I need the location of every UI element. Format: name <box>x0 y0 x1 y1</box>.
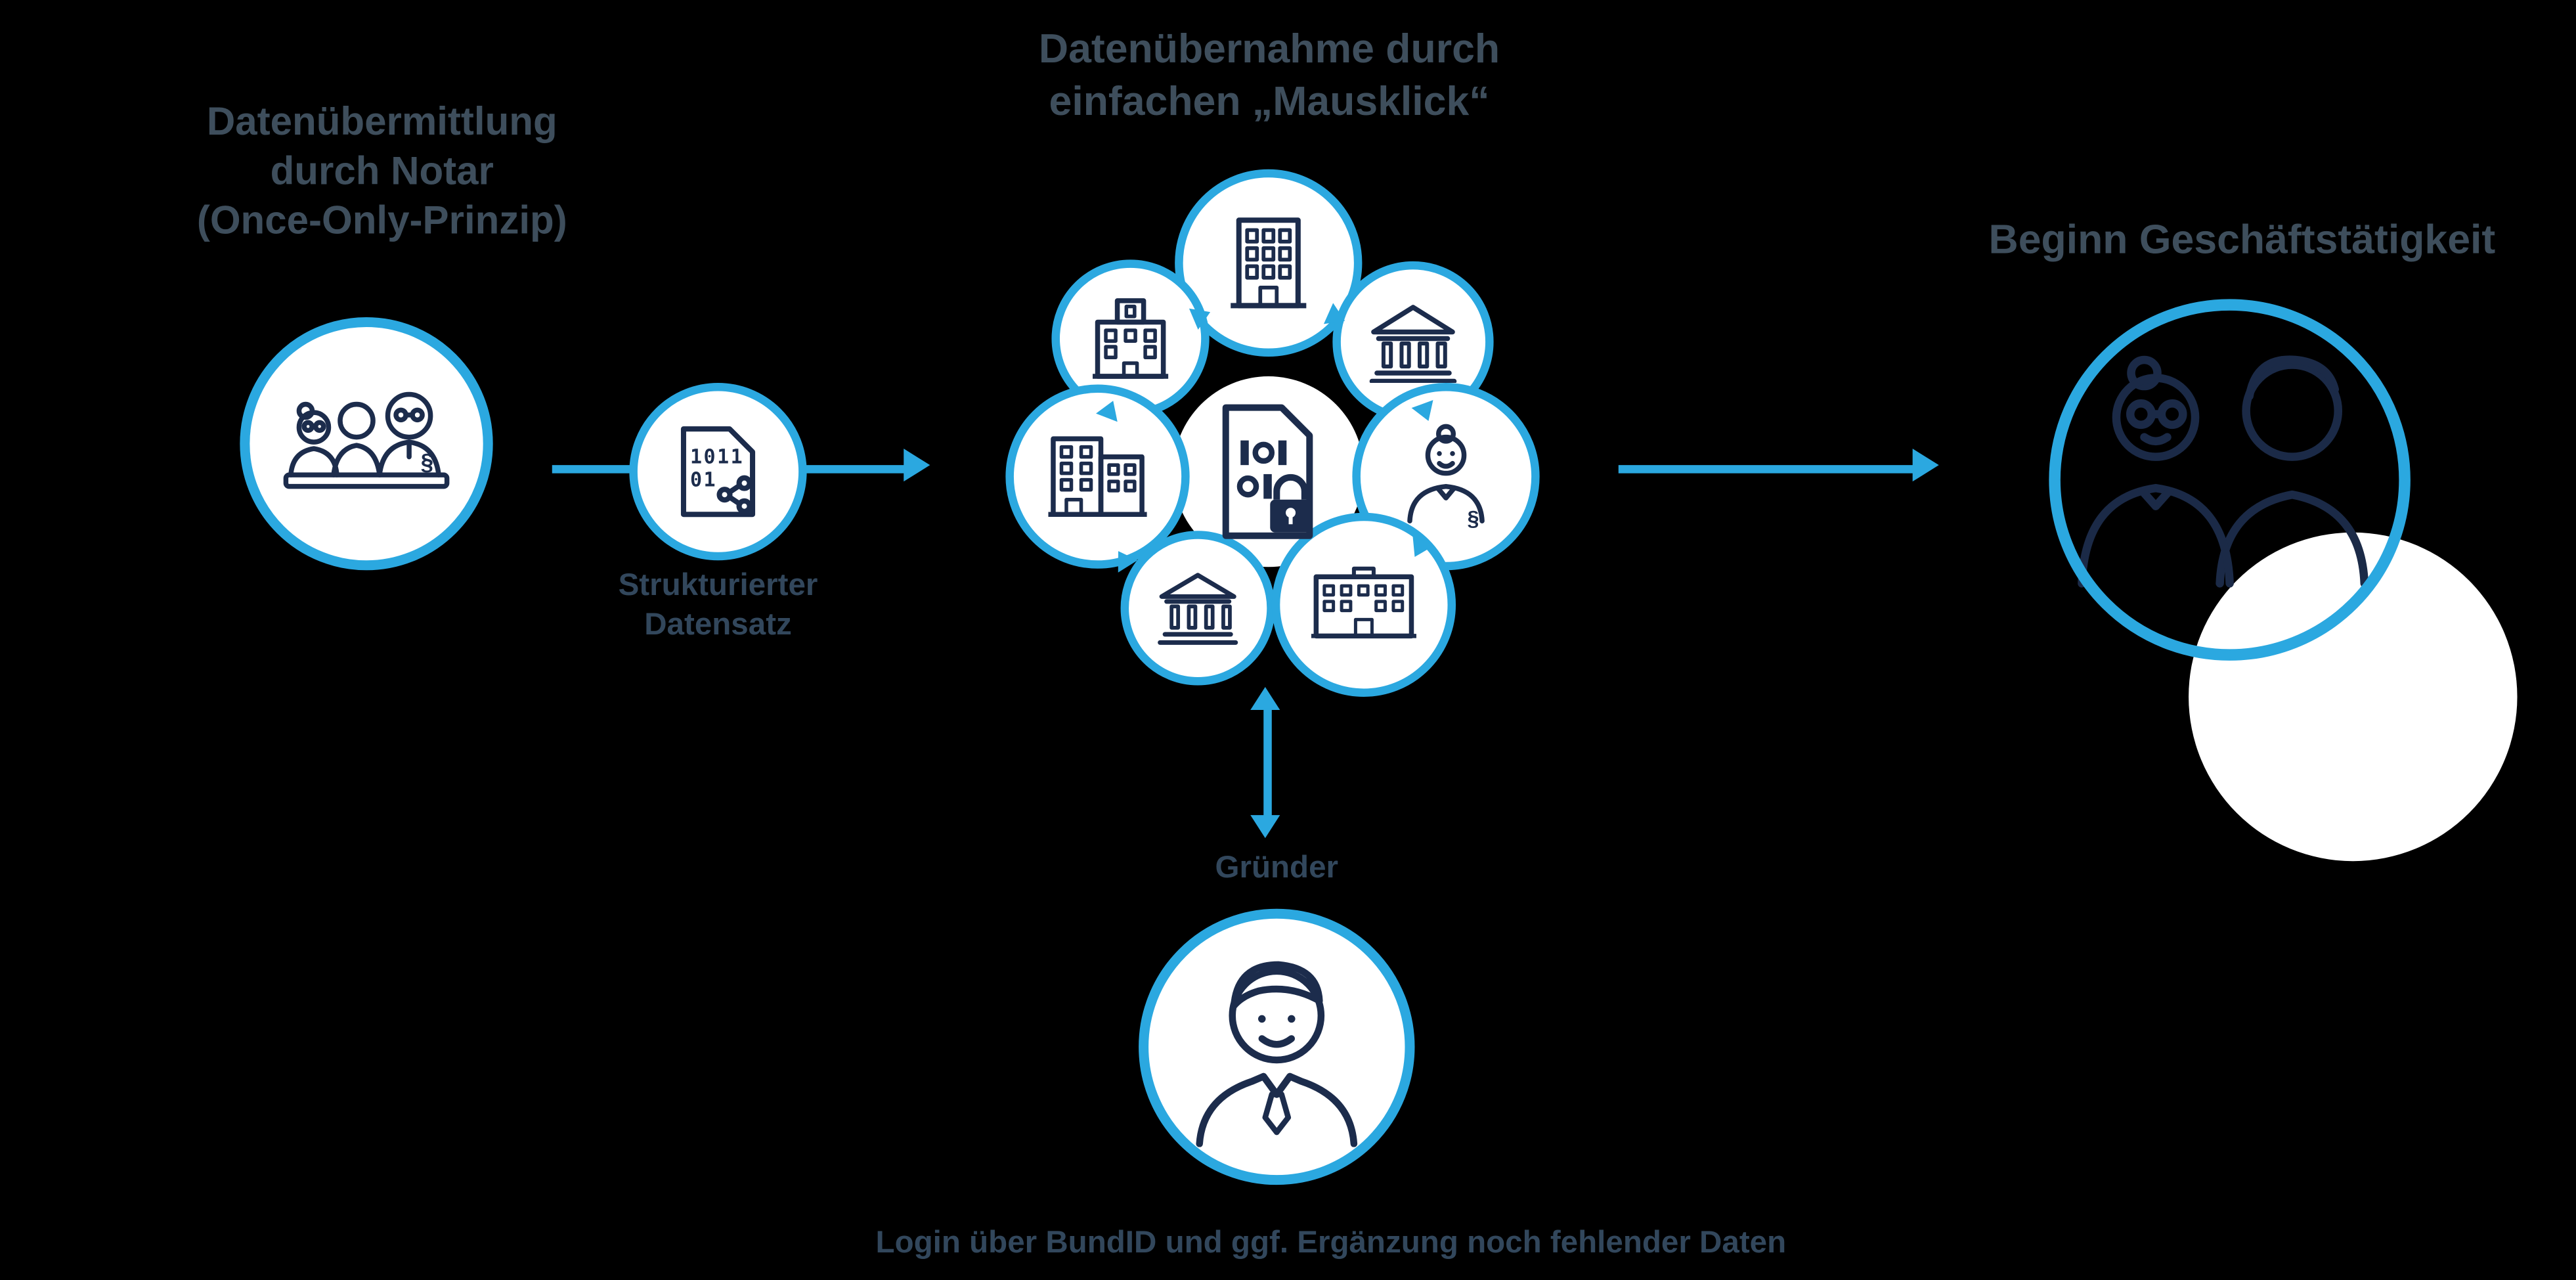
arrowhead-down-icon <box>1250 815 1280 839</box>
arrow-cluster-to-result <box>1618 465 1916 474</box>
section-sign: § <box>1468 507 1479 531</box>
label-dataset-line1: Strukturierter <box>618 568 818 604</box>
heading-left-line2: durch Notar <box>270 149 494 194</box>
binary-row2: 01 <box>690 469 717 492</box>
apartment-building-icon <box>1048 436 1147 517</box>
heading-center-line1: Datenübernahme durch <box>1038 26 1500 73</box>
label-dataset: Strukturierter Datensatz <box>586 567 849 646</box>
section-sign: § <box>421 450 433 475</box>
locked-data-icon <box>1222 404 1313 539</box>
administration-building-icon <box>1311 566 1416 639</box>
node-dataset-circle: 1011 01 <box>629 383 807 561</box>
node-courthouse-circle <box>1120 531 1275 686</box>
arrowhead-right-icon <box>1912 449 1939 482</box>
arrowhead-up-icon <box>1250 686 1280 710</box>
heading-center-line2: einfachen „Mausklick“ <box>1049 79 1490 125</box>
heading-right: Beginn Geschäftstätigkeit <box>1988 217 2496 263</box>
arrowhead-right-icon <box>904 449 930 482</box>
label-founder: Gründer <box>1215 851 1339 886</box>
notary-clerk-icon: § <box>1407 424 1485 531</box>
courthouse-icon <box>1158 573 1238 645</box>
heading-left: Datenübermittlung durch Notar (Once-Only… <box>140 99 624 246</box>
heading-left-line3: (Once-Only-Prinzip) <box>196 198 567 244</box>
result-ring <box>2049 299 2411 661</box>
binary-row1: 1011 <box>690 446 744 469</box>
footnote: Login über BundID und ggf. Ergänzung noc… <box>875 1225 1787 1261</box>
structured-data-icon: 1011 01 <box>680 426 756 518</box>
node-founder-circle <box>1139 908 1415 1185</box>
bank-icon <box>1369 305 1457 384</box>
office-building-icon <box>1231 217 1307 309</box>
heading-left-line1: Datenübermittlung <box>206 100 557 145</box>
arrow-founder-cluster <box>1263 708 1272 817</box>
notary-group-icon: § <box>283 391 450 489</box>
city-hall-icon <box>1093 298 1169 379</box>
label-dataset-line2: Datensatz <box>644 607 792 643</box>
founder-icon <box>1196 961 1358 1147</box>
node-notary-circle: § <box>240 317 493 571</box>
heading-center: Datenübernahme durch einfachen „Mausklic… <box>978 23 1561 128</box>
